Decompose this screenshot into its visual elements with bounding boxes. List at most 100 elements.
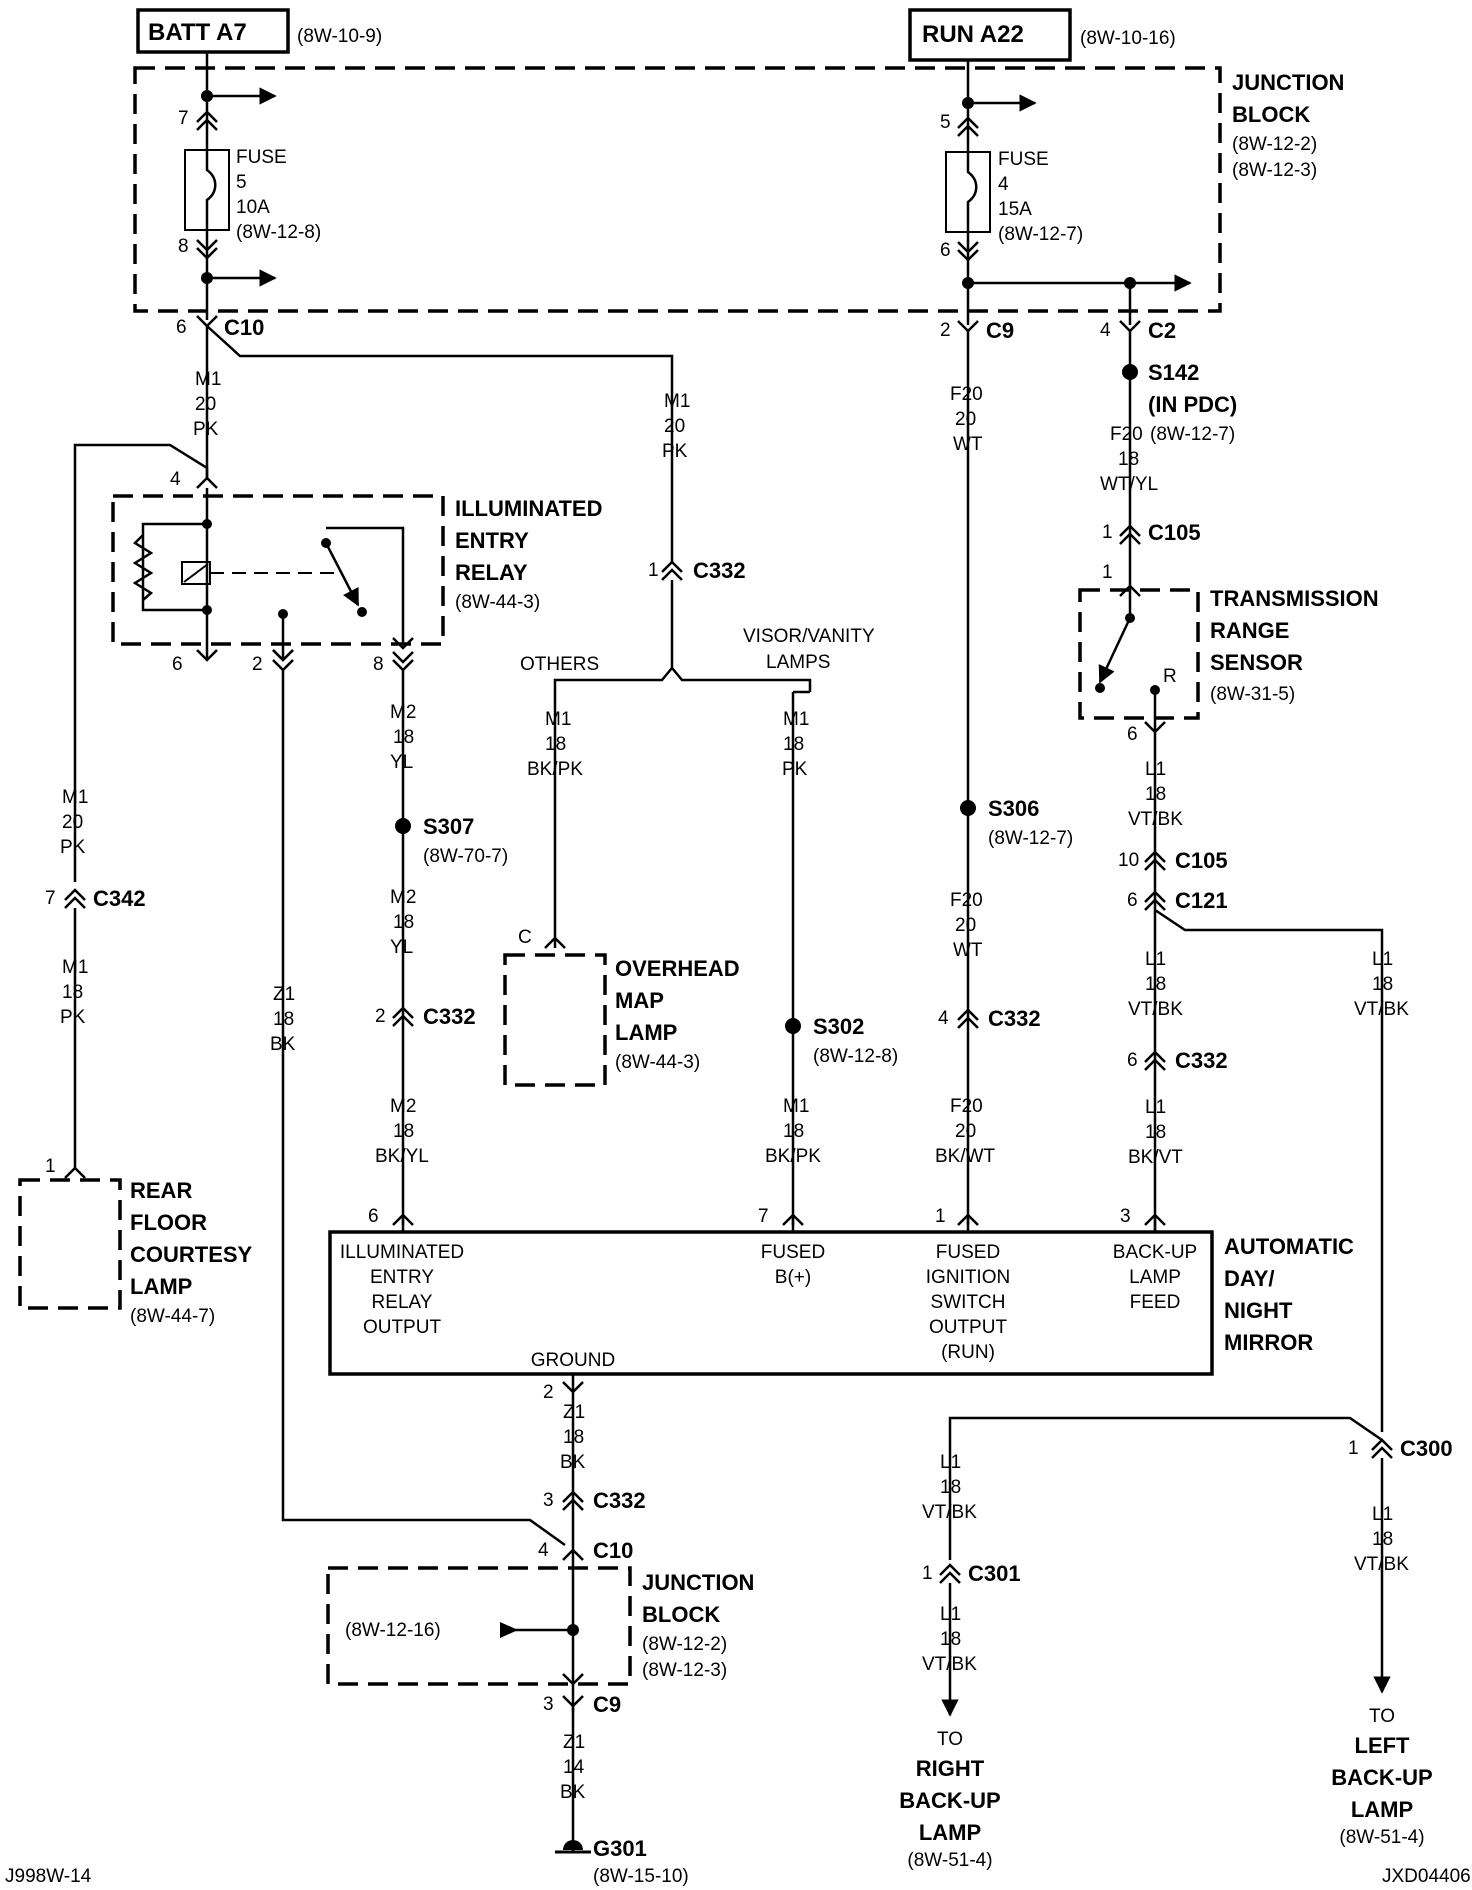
z1-relay-wire (281, 670, 566, 1547)
m1-others-label: M1 18 BK/PK (527, 709, 583, 780)
m2-a-label: M2 18 YL (390, 702, 416, 773)
mirror-pins: 6 7 1 3 (368, 1206, 1166, 1232)
svg-text:BK/PK: BK/PK (527, 759, 583, 780)
svg-text:4: 4 (998, 174, 1009, 195)
svg-text:18: 18 (393, 1121, 414, 1142)
relay-pin-8-connector (392, 651, 414, 672)
svg-text:VT/BK: VT/BK (922, 1502, 977, 1523)
svg-text:FEED: FEED (1130, 1292, 1181, 1313)
left-backup-lamp-label: TO LEFT BACK-UP LAMP (8W-51-4) (1331, 1706, 1432, 1848)
svg-text:C10: C10 (224, 315, 264, 340)
svg-text:BACK-UP: BACK-UP (899, 1788, 1000, 1813)
svg-text:M1: M1 (62, 787, 88, 808)
mirror-ground-label: GROUND (531, 1350, 615, 1371)
svg-text:(RUN): (RUN) (941, 1342, 995, 1363)
svg-text:C121: C121 (1175, 888, 1228, 913)
svg-text:F20: F20 (950, 384, 983, 405)
c301-connector: 1 C301 (922, 1561, 1021, 1586)
m1-top-label: M1 20 PK (193, 369, 221, 440)
svg-text:M2: M2 (390, 1096, 416, 1117)
svg-text:5: 5 (236, 172, 247, 193)
f20-low-label: F20 20 BK/WT (935, 1096, 996, 1167)
svg-text:YL: YL (390, 752, 413, 773)
svg-text:F20: F20 (950, 890, 983, 911)
junction-block-top (133, 66, 1222, 313)
svg-text:BACK-UP: BACK-UP (1331, 1765, 1432, 1790)
svg-text:SENSOR: SENSOR (1210, 650, 1303, 675)
relay-pin-labels: 6 2 8 (172, 654, 384, 675)
junction-block-bot-internals: (8W-12-16) (345, 1620, 584, 1686)
s306-ref: (8W-12-7) (988, 828, 1073, 849)
svg-text:BK/VT: BK/VT (1128, 1147, 1183, 1168)
z1-ground-label: Z1 18 BK (560, 1402, 586, 1473)
svg-text:(8W-44-3): (8W-44-3) (455, 592, 540, 613)
svg-text:DAY/: DAY/ (1224, 1266, 1275, 1291)
svg-text:TO: TO (937, 1729, 963, 1750)
svg-text:OVERHEAD: OVERHEAD (615, 956, 740, 981)
svg-text:L1: L1 (1145, 759, 1166, 780)
svg-text:R: R (1163, 666, 1177, 687)
z1-g301-label: Z1 14 BK (560, 1732, 586, 1803)
svg-text:10A: 10A (236, 197, 270, 218)
svg-text:L1: L1 (940, 1452, 961, 1473)
s307-label: S307 (423, 814, 474, 839)
svg-text:F20: F20 (1110, 424, 1143, 445)
c332-d-connector: 6 C332 (1127, 1048, 1228, 1073)
s306-label: S306 (988, 796, 1039, 821)
svg-text:ENTRY: ENTRY (455, 528, 529, 553)
svg-text:(8W-12-7): (8W-12-7) (998, 224, 1083, 245)
svg-text:6: 6 (368, 1206, 379, 1227)
svg-text:LAMP: LAMP (1129, 1267, 1181, 1288)
c2-connector: 4 C2 (1100, 318, 1176, 343)
rear-lamp-pin-label: 1 (45, 1156, 56, 1177)
svg-text:C105: C105 (1148, 520, 1201, 545)
svg-text:18: 18 (783, 1121, 804, 1142)
svg-text:18: 18 (545, 734, 566, 755)
m1-left-b-label: M1 18 PK (60, 957, 88, 1028)
svg-text:M1: M1 (62, 957, 88, 978)
svg-text:3: 3 (1120, 1206, 1131, 1227)
footer-left-code: J998W-14 (5, 1866, 92, 1887)
svg-text:6: 6 (1127, 1050, 1138, 1071)
run-a22-box (908, 8, 1072, 62)
svg-text:C10: C10 (593, 1538, 633, 1563)
fuse-4-circuit: 5 FUSE 4 15A (8W-12-7) 6 (940, 60, 1192, 325)
svg-text:OUTPUT: OUTPUT (929, 1317, 1008, 1338)
relay-title: ILLUMINATED ENTRY RELAY (8W-44-3) (455, 496, 602, 613)
svg-text:JUNCTION: JUNCTION (642, 1570, 754, 1595)
svg-text:FLOOR: FLOOR (130, 1210, 207, 1235)
svg-text:C332: C332 (423, 1004, 476, 1029)
svg-text:C9: C9 (986, 318, 1014, 343)
svg-text:VT/BK: VT/BK (1128, 999, 1183, 1020)
f20-top-label: F20 20 WT (950, 384, 983, 455)
svg-text:20: 20 (955, 409, 976, 430)
mirror-title: AUTOMATIC DAY/ NIGHT MIRROR (1224, 1234, 1354, 1355)
junction-block-top-title: JUNCTION BLOCK (8W-12-2) (8W-12-3) (1232, 70, 1344, 181)
g301-label: G301 (593, 1836, 647, 1861)
svg-text:TO: TO (1369, 1706, 1395, 1727)
svg-text:WT/YL: WT/YL (1100, 474, 1158, 495)
svg-text:(8W-12-3): (8W-12-3) (1232, 160, 1317, 181)
svg-text:M2: M2 (390, 887, 416, 908)
svg-text:18: 18 (273, 1009, 294, 1030)
c105-a-connector: 1 C105 (1102, 520, 1201, 545)
c105-b-connector: 10 C105 (1118, 848, 1228, 873)
svg-text:6: 6 (176, 317, 187, 338)
svg-text:C2: C2 (1148, 318, 1176, 343)
svg-text:LEFT: LEFT (1355, 1733, 1411, 1758)
svg-text:WT: WT (953, 940, 983, 961)
trs-internals: 1 R 6 (1095, 562, 1177, 745)
m1-fused-label: M1 18 BK/PK (765, 1096, 821, 1167)
s302-ref: (8W-12-8) (813, 1046, 898, 1067)
svg-text:(8W-31-5): (8W-31-5) (1210, 684, 1295, 705)
c121-connector: 6 C121 (1127, 888, 1228, 913)
svg-text:BLOCK: BLOCK (1232, 102, 1310, 127)
g301-ref: (8W-15-10) (593, 1866, 689, 1887)
m1-visor-label: M1 18 PK (782, 709, 809, 780)
junction-block-bot-title: JUNCTION BLOCK (8W-12-2) (8W-12-3) (642, 1570, 754, 1681)
run-a22-label: RUN A22 (922, 21, 1024, 48)
svg-text:8: 8 (178, 236, 189, 257)
overhead-lamp-box (503, 953, 607, 1087)
svg-text:C332: C332 (988, 1006, 1041, 1031)
